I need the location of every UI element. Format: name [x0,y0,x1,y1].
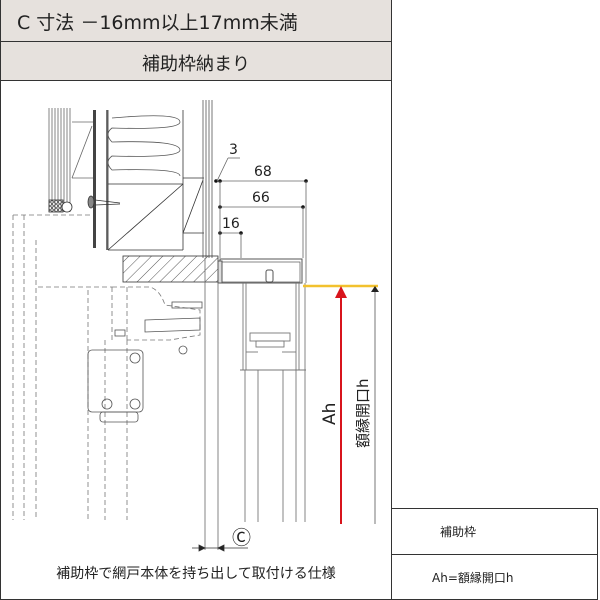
legend-item-sub-frame: 補助枠 [392,509,597,555]
hatched-sill [122,255,219,283]
screen-body [204,258,306,550]
caption: 補助枠で網戸本体を持ち出して取付ける仕様 [56,566,336,582]
screw [87,195,121,209]
sub-frame-rail [217,258,303,284]
frame-opening-label: 額縁開口h [354,378,372,448]
legend-label: 補助枠 [440,525,477,539]
c-dimension [192,544,248,552]
ah-label: Ah [320,402,340,425]
page-title: C 寸法 －16mm以上17mm未満 [17,12,298,34]
dim-66: 66 [252,190,270,206]
legend-label: Ah=額縁開口h [432,571,514,585]
lock-hardware [87,301,203,423]
dim-68: 68 [254,164,272,180]
wall-sheathing [93,110,204,251]
c-mark: Ⓒ [232,527,252,549]
subtitle-bar: 補助枠納まり [0,41,392,81]
dim-16: 16 [222,216,240,232]
dimension-lines [214,157,308,283]
ah-arrow [335,286,347,524]
frame-opening-arrow [371,286,379,524]
insulation [107,115,181,177]
legend-item-ah: Ah=額縁開口h [392,555,597,600]
dim-3: 3 [229,142,238,158]
wall-siding [48,108,93,213]
window-frame-verticals [202,100,213,258]
section-title: 補助枠納まり [142,54,250,75]
legend: 補助枠 Ah=額縁開口h [392,508,598,600]
title-bar: C 寸法 －16mm以上17mm未満 [0,0,392,42]
